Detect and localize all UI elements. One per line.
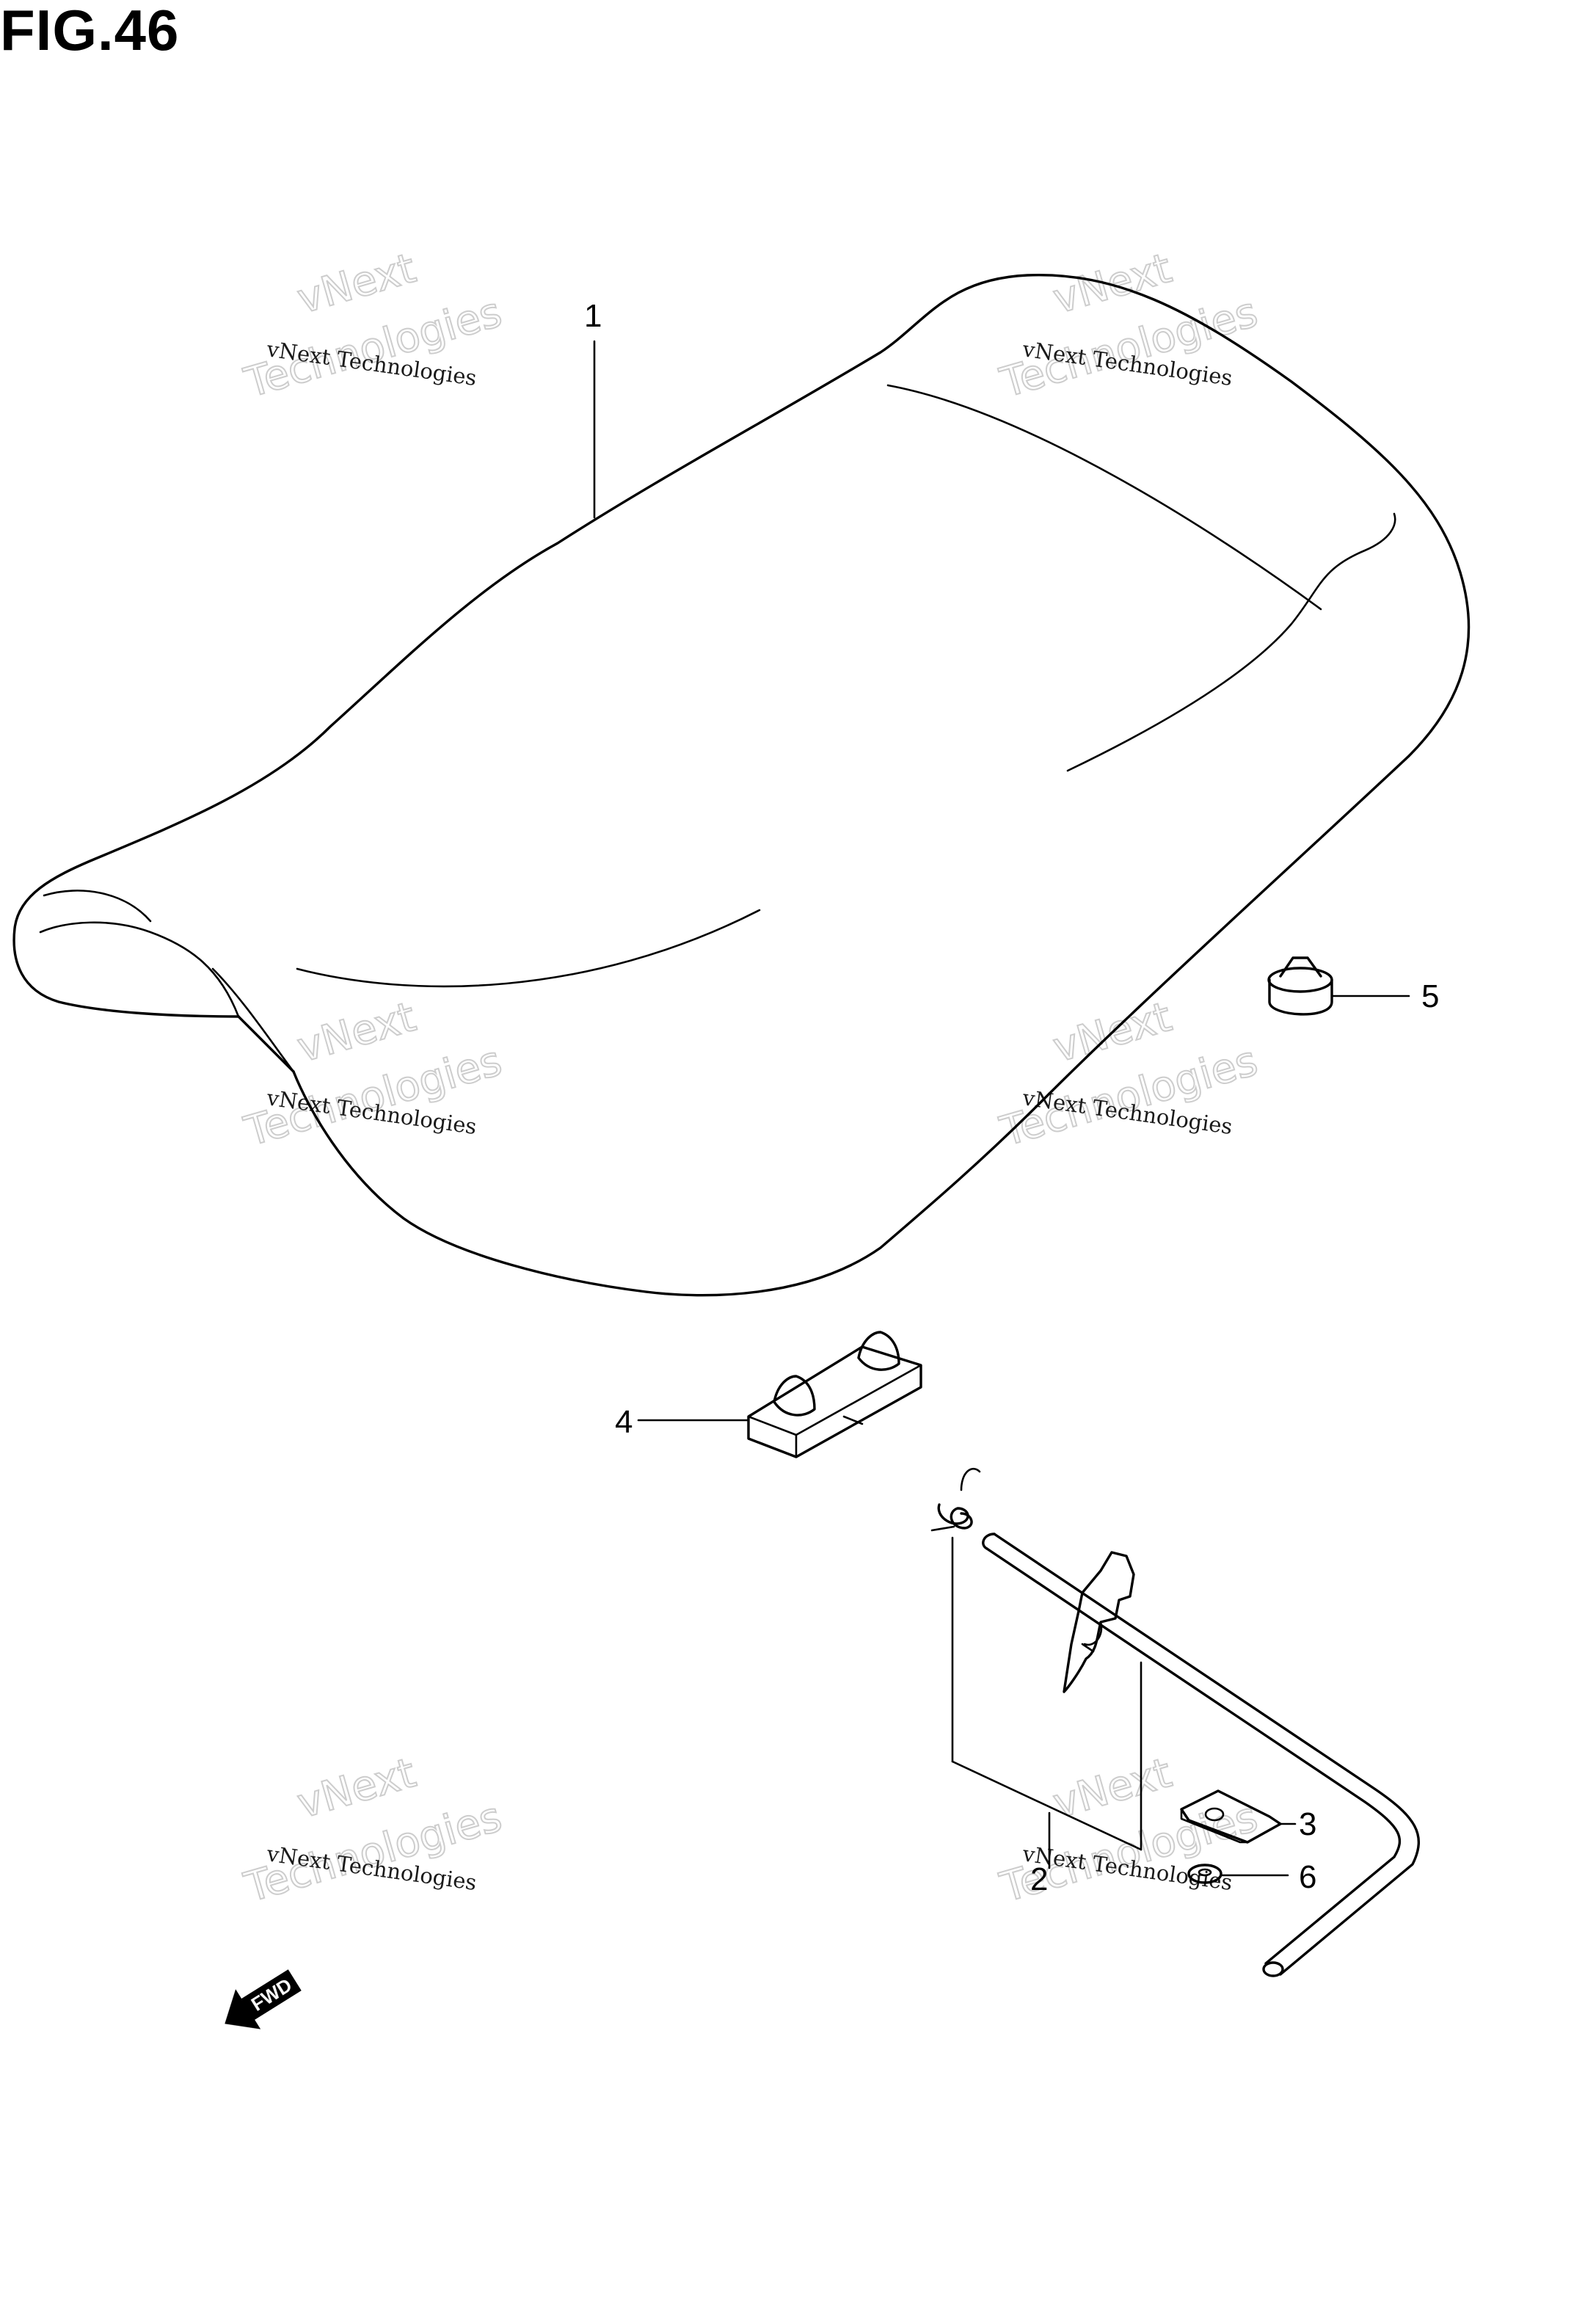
callout-seat: 1 xyxy=(584,298,602,334)
watermark-big-1: vNext xyxy=(292,993,420,1072)
watermark-group: vNext Technologies vNext Technologies vN… xyxy=(238,244,1264,1913)
callout-lock-plate: 3 xyxy=(1299,1806,1316,1842)
watermark-bottom-left: vNext Technologies vNext Technologies xyxy=(238,1748,508,1913)
seat-stopper-drawing xyxy=(637,1331,922,1458)
callout-seat-lock-assy: 2 xyxy=(1030,1861,1048,1897)
watermark-mid-left: vNext Technologies vNext Technologies xyxy=(238,992,508,1157)
watermark-top-right: vNext Technologies vNext Technologies xyxy=(994,244,1264,408)
callout-labels: 1 2 3 4 5 6 xyxy=(584,298,1439,1897)
watermark-big-1: vNext xyxy=(292,1749,420,1828)
lock-plate-drawing xyxy=(1180,1789,1297,1844)
seat-drawing xyxy=(12,273,1471,1297)
figure-title: FIG.46 xyxy=(0,0,180,62)
washer-drawing xyxy=(1187,1864,1289,1884)
watermark-big-1: vNext xyxy=(292,244,420,324)
watermark-top-left: vNext Technologies vNext Technologies xyxy=(238,244,508,408)
callout-cushion: 5 xyxy=(1421,978,1439,1014)
callout-washer: 6 xyxy=(1299,1859,1316,1895)
callout-seat-stopper: 4 xyxy=(615,1404,633,1440)
forward-arrow-icon: FWD xyxy=(225,1969,302,2029)
cushion-drawing xyxy=(1267,956,1410,1016)
seat-lock-drawing xyxy=(930,1467,1420,1977)
